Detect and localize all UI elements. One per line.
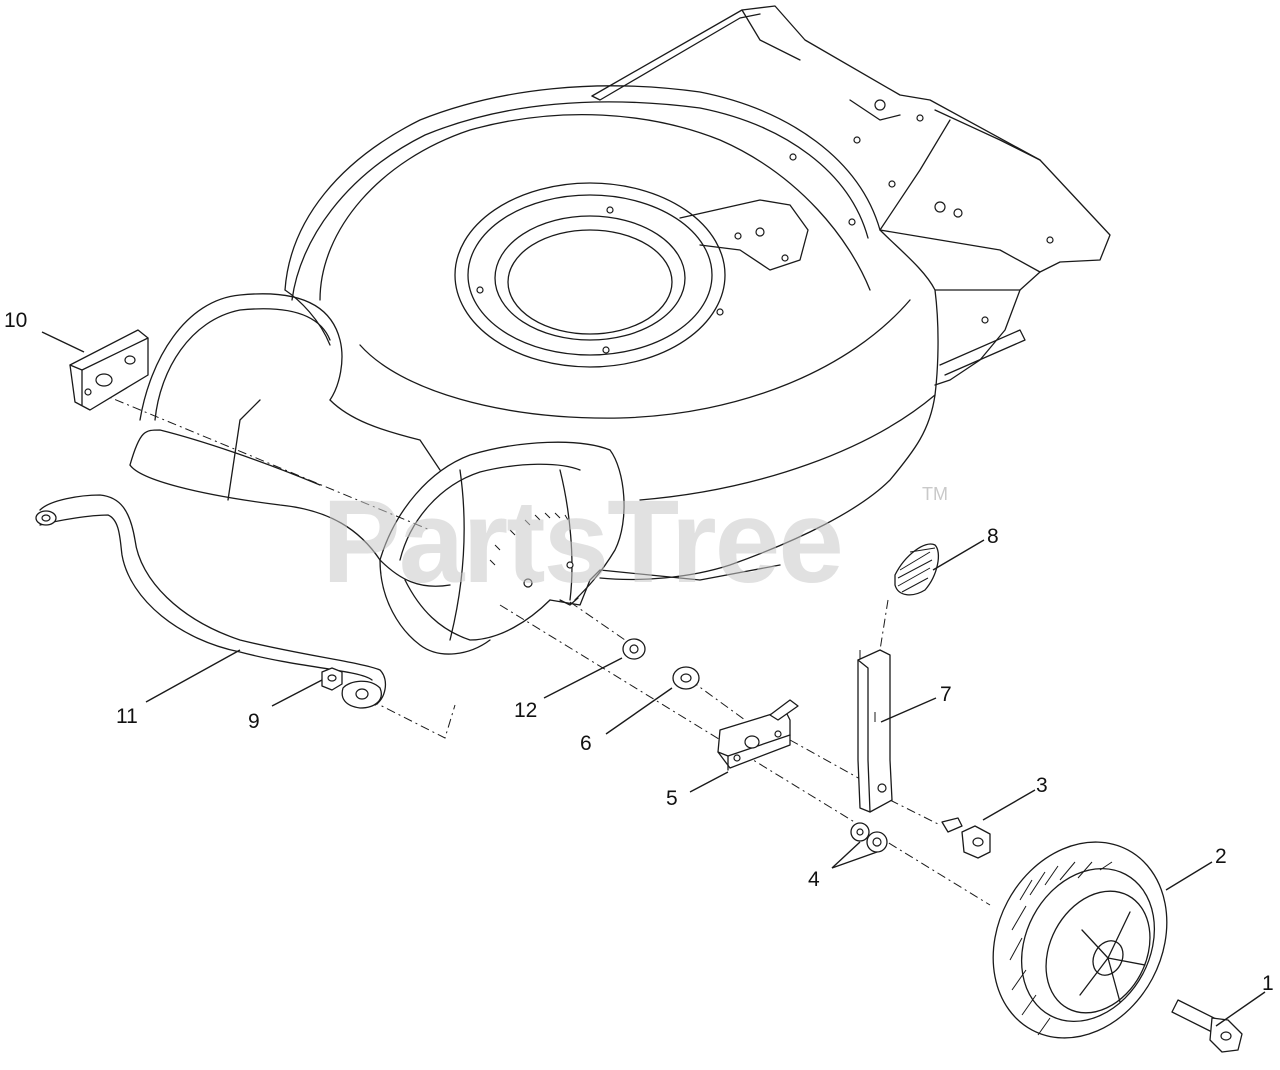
part-10-plate — [69, 329, 149, 411]
callout-1: 1 — [1262, 972, 1274, 995]
callout-6: 6 — [580, 732, 592, 755]
part-8-spring — [894, 543, 939, 596]
part-3-bolt — [941, 817, 991, 859]
part-6-spacer — [672, 666, 700, 690]
callout-5: 5 — [666, 787, 678, 810]
part-9-nut — [321, 667, 343, 691]
part-11-rod — [35, 494, 387, 709]
part-5-axle-plate — [717, 699, 799, 771]
callout-11: 11 — [116, 705, 138, 728]
callout-10: 10 — [4, 309, 27, 332]
part-2-wheel — [992, 841, 1168, 1039]
callout-2: 2 — [1215, 845, 1227, 868]
callout-8: 8 — [987, 525, 999, 548]
leader-lines — [41, 331, 1266, 1027]
watermark: PartsTree TM — [322, 476, 948, 608]
watermark-trademark: TM — [922, 484, 948, 504]
mower-deck — [129, 5, 1111, 655]
watermark-text: PartsTree — [322, 476, 842, 608]
callout-4: 4 — [808, 868, 820, 891]
callout-numbers: 1 2 3 4 5 6 7 8 9 10 11 12 — [4, 309, 1274, 995]
callout-12: 12 — [514, 699, 537, 722]
callout-7: 7 — [940, 683, 952, 706]
callout-3: 3 — [1036, 774, 1048, 797]
part-12-washer — [622, 638, 646, 660]
part-7-bracket — [857, 649, 893, 813]
part-1-bolt — [1171, 999, 1243, 1053]
part-4-washers — [850, 822, 888, 853]
callout-9: 9 — [248, 710, 260, 733]
